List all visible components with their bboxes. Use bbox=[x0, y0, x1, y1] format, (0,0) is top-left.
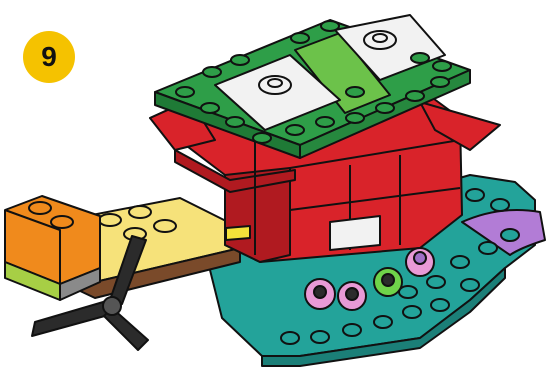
orange-end-bricks bbox=[5, 196, 100, 300]
window-panel bbox=[330, 216, 380, 250]
